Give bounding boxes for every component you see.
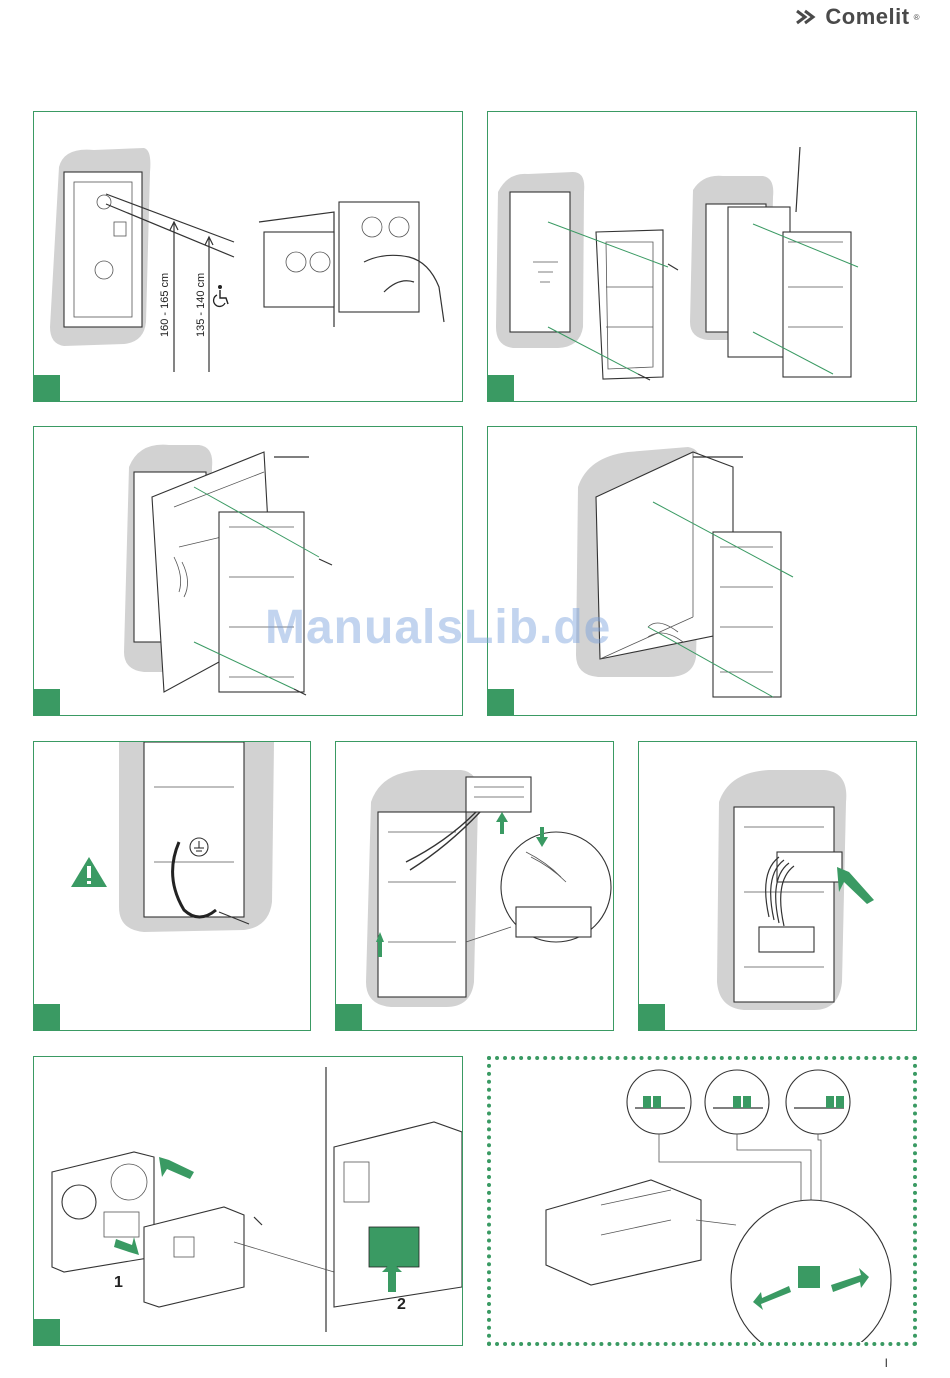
wheelchair-icon bbox=[214, 285, 228, 306]
brand-name: Comelit bbox=[825, 4, 909, 30]
panel-step-4 bbox=[487, 426, 917, 716]
panel-6-illustration bbox=[336, 742, 614, 1031]
step-marker-1 bbox=[34, 375, 60, 401]
jumper-position-2 bbox=[705, 1070, 769, 1134]
step-marker-3 bbox=[34, 689, 60, 715]
step-marker-8 bbox=[34, 1319, 60, 1345]
ground-icon bbox=[190, 838, 208, 856]
panel-8-illustration: 1 2 bbox=[34, 1057, 463, 1346]
panel-step-3 bbox=[33, 426, 463, 716]
panel-9-illustration bbox=[491, 1060, 913, 1342]
brand-registered: ® bbox=[914, 13, 920, 22]
panel-jumper-settings bbox=[487, 1056, 917, 1346]
callout-1: 1 bbox=[114, 1274, 123, 1291]
panel-step-8: 1 2 bbox=[33, 1056, 463, 1346]
step-marker-4 bbox=[488, 689, 514, 715]
panel-step-6 bbox=[335, 741, 614, 1031]
panel-step-7 bbox=[638, 741, 917, 1031]
panel-1-illustration: 160 - 165 cm 135 - 140 cm bbox=[34, 112, 463, 402]
jumper-position-1 bbox=[627, 1070, 691, 1134]
panel-3-illustration bbox=[34, 427, 463, 716]
step-marker-7 bbox=[639, 1004, 665, 1030]
dimension-low: 135 - 140 cm bbox=[195, 273, 207, 337]
dimension-high: 160 - 165 cm bbox=[159, 273, 171, 337]
step-marker-2 bbox=[488, 375, 514, 401]
panel-5-illustration bbox=[34, 742, 311, 1031]
panel-step-1: 160 - 165 cm 135 - 140 cm bbox=[33, 111, 463, 402]
callout-2: 2 bbox=[397, 1296, 406, 1313]
panel-2-illustration bbox=[488, 112, 917, 402]
panel-4-illustration bbox=[488, 427, 917, 716]
step-marker-6 bbox=[336, 1004, 362, 1030]
brand-logo: Comelit ® bbox=[795, 4, 920, 30]
page-mark: I bbox=[885, 1356, 888, 1370]
brand-mark-icon bbox=[795, 9, 821, 25]
panel-step-2 bbox=[487, 111, 917, 402]
panel-step-5 bbox=[33, 741, 311, 1031]
warning-icon bbox=[71, 857, 107, 887]
step-marker-5 bbox=[34, 1004, 60, 1030]
jumper-position-3 bbox=[786, 1070, 850, 1134]
panel-7-illustration bbox=[639, 742, 917, 1031]
